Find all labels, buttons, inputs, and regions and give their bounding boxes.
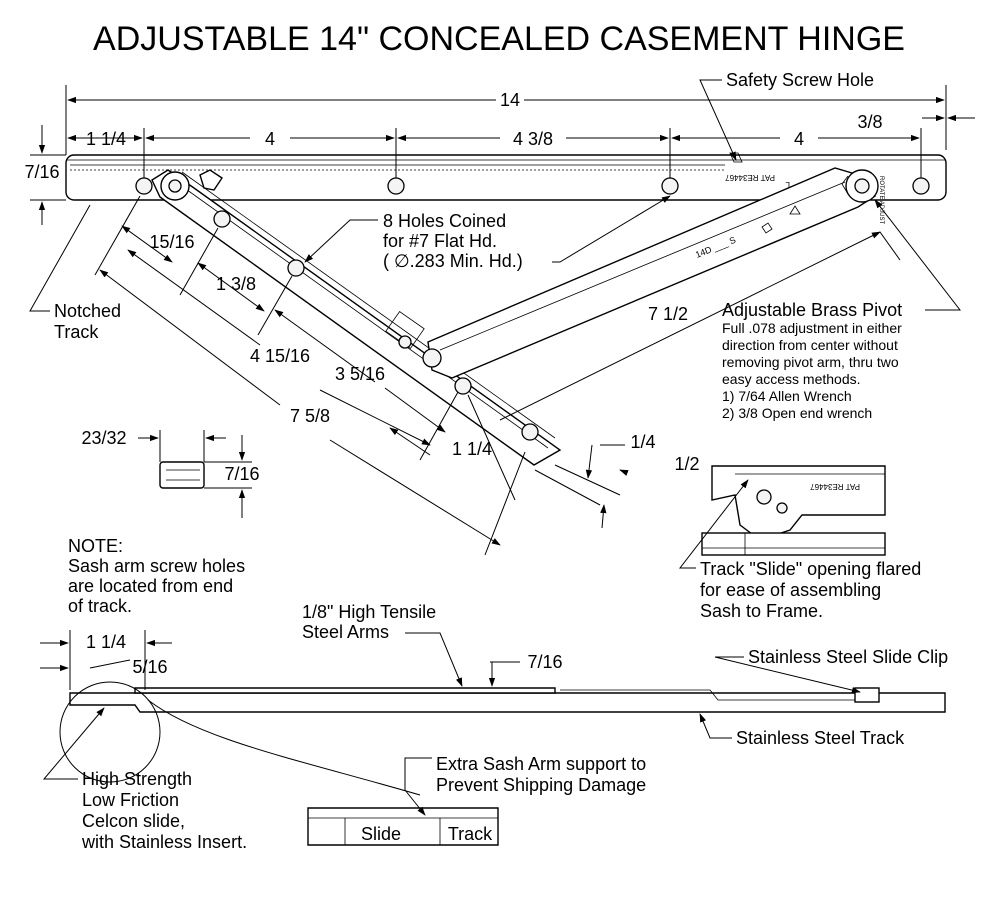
- track-hole-1: [135, 177, 153, 195]
- arm-rivet-1: [398, 335, 412, 349]
- svg-text:Adjustable Brass Pivot: Adjustable Brass Pivot: [722, 300, 902, 320]
- clip-detail: 23/32 7/16: [81, 428, 260, 518]
- svg-text:Stainless Steel Track: Stainless Steel Track: [736, 728, 905, 748]
- svg-text:Notched: Notched: [54, 301, 121, 321]
- dim-arm-1-4: 1/4: [630, 432, 655, 452]
- dim-side-5-16: 5/16: [132, 657, 167, 677]
- dim-seg2: 4: [265, 129, 275, 149]
- dim-arm-4-15-16: 4 15/16: [250, 346, 310, 366]
- dim-seg3: 4 3/8: [513, 129, 553, 149]
- arm-rivet-2: [422, 348, 442, 368]
- track-stamp-pat: PAT RE34467: [725, 173, 775, 182]
- svg-text:Sash to Frame.: Sash to Frame.: [700, 601, 823, 621]
- svg-text:Sash arm screw holes: Sash arm screw holes: [68, 556, 245, 576]
- dim-arm-3-5-16: 3 5/16: [335, 364, 385, 384]
- svg-text:easy access methods.: easy access methods.: [722, 371, 861, 387]
- track-hole-2: [387, 177, 405, 195]
- callout-celcon: High Strength Low Friction Celcon slide,…: [42, 707, 247, 852]
- detail-stamp-pat: PAT RE34467: [810, 482, 860, 491]
- dim-clip-width: 23/32: [81, 428, 126, 448]
- dim-end: 3/8: [857, 112, 882, 132]
- callout-coined-holes: 8 Holes Coined for #7 Flat Hd. ( ∅.283 M…: [304, 195, 671, 271]
- callout-slide-clip: Stainless Steel Slide Clip: [714, 647, 948, 694]
- pivot-stamp: ROTATE ADJUST: [878, 176, 884, 224]
- label-safety-screw-hole: Safety Screw Hole: [726, 70, 874, 90]
- dim-seg1: 1 1/4: [86, 129, 126, 149]
- arm-hole-3: [454, 377, 472, 395]
- dim-arm-15-16: 15/16: [149, 232, 194, 252]
- track-hole-4: [912, 177, 930, 195]
- arm-hole-2: [287, 259, 305, 277]
- dim-arm-1-1-4: 1 1/4: [452, 439, 492, 459]
- dim-arm-7-1-2: 7 1/2: [648, 304, 688, 324]
- arm-dimensions: 15/16 1 3/8 4 15/16 3 5/16 7 5/8 1 1/4 1…: [94, 195, 901, 556]
- dim-seg4: 4: [794, 129, 804, 149]
- svg-text:1/8" High Tensile: 1/8" High Tensile: [302, 602, 436, 622]
- callout-brass-pivot: Adjustable Brass Pivot Full .078 adjustm…: [722, 199, 962, 421]
- note-block: NOTE: Sash arm screw holes are located f…: [68, 536, 245, 616]
- arm-hole-4: [521, 423, 539, 441]
- page-title: ADJUSTABLE 14" CONCEALED CASEMENT HINGE: [93, 20, 905, 58]
- support-arm: 14D ___ S: [398, 167, 876, 379]
- svg-text:Full .078 adjustment in either: Full .078 adjustment in either: [722, 320, 902, 336]
- svg-text:Track "Slide" opening flared: Track "Slide" opening flared: [700, 559, 921, 579]
- svg-text:direction from center without: direction from center without: [722, 337, 898, 353]
- svg-text:Extra Sash Arm support to: Extra Sash Arm support to: [436, 754, 646, 774]
- detail-label-track: Track: [448, 824, 493, 844]
- dim-arm-7-5-8: 7 5/8: [290, 406, 330, 426]
- svg-text:Stainless Steel Slide Clip: Stainless Steel Slide Clip: [748, 647, 948, 667]
- callout-notched-track: Notched Track: [29, 204, 121, 342]
- svg-text:are located from end: are located from end: [68, 576, 233, 596]
- slide-track-detail: Slide Track: [307, 757, 499, 846]
- callout-slide-flare: Track "Slide" opening flared for ease of…: [700, 559, 921, 621]
- dim-side-1-1-4: 1 1/4: [86, 632, 126, 652]
- track-hole-3: [661, 177, 679, 195]
- svg-text:NOTE:: NOTE:: [68, 536, 123, 556]
- detail-label-slide: Slide: [361, 824, 401, 844]
- side-view: 1 1/4 5/16 7/16: [40, 630, 946, 796]
- pivot-assembly: [160, 169, 879, 203]
- top-dimensions: 14 1 1/4 4 4 3/8 4 3/8 7/16: [24, 85, 975, 225]
- dim-arm-1-3-8: 1 3/8: [216, 274, 256, 294]
- svg-text:Prevent Shipping Damage: Prevent Shipping Damage: [436, 775, 646, 795]
- svg-text:Celcon slide,: Celcon slide,: [82, 811, 185, 831]
- svg-text:( ∅.283 Min. Hd.): ( ∅.283 Min. Hd.): [383, 251, 523, 271]
- svg-text:of track.: of track.: [68, 596, 132, 616]
- dim-side-7-16: 7/16: [527, 652, 562, 672]
- svg-text:Track: Track: [54, 322, 99, 342]
- svg-text:1) 7/64 Allen Wrench: 1) 7/64 Allen Wrench: [722, 388, 852, 404]
- leader-safety-screw: [699, 79, 737, 161]
- callout-steel-arms: 1/8" High Tensile Steel Arms: [302, 602, 463, 687]
- dim-height: 7/16: [24, 162, 59, 182]
- callout-steel-track: Stainless Steel Track: [699, 713, 905, 748]
- dim-arm-1-2: 1/2: [674, 454, 699, 474]
- frame-track: PAT RE34467 L ROTATE ADJUST: [65, 152, 947, 224]
- svg-text:8 Holes Coined: 8 Holes Coined: [383, 211, 506, 231]
- arm-hole-1: [213, 210, 231, 228]
- slide-detail: PAT RE34467: [678, 465, 886, 569]
- svg-text:Low Friction: Low Friction: [82, 790, 179, 810]
- svg-text:for ease of assembling: for ease of assembling: [700, 580, 881, 600]
- svg-text:2) 3/8 Open end wrench: 2) 3/8 Open end wrench: [722, 405, 872, 421]
- sash-arm: [151, 169, 562, 466]
- svg-text:High Strength: High Strength: [82, 769, 192, 789]
- svg-text:for #7 Flat Hd.: for #7 Flat Hd.: [383, 231, 497, 251]
- track-stamp-l: L: [785, 180, 790, 189]
- dim-overall: 14: [500, 90, 520, 110]
- callout-shipping-support: Extra Sash Arm support to Prevent Shippi…: [436, 754, 646, 795]
- dim-clip-height: 7/16: [224, 464, 259, 484]
- svg-text:removing pivot arm, thru two: removing pivot arm, thru two: [722, 354, 899, 370]
- svg-text:Steel Arms: Steel Arms: [302, 622, 389, 642]
- svg-text:with Stainless Insert.: with Stainless Insert.: [81, 832, 247, 852]
